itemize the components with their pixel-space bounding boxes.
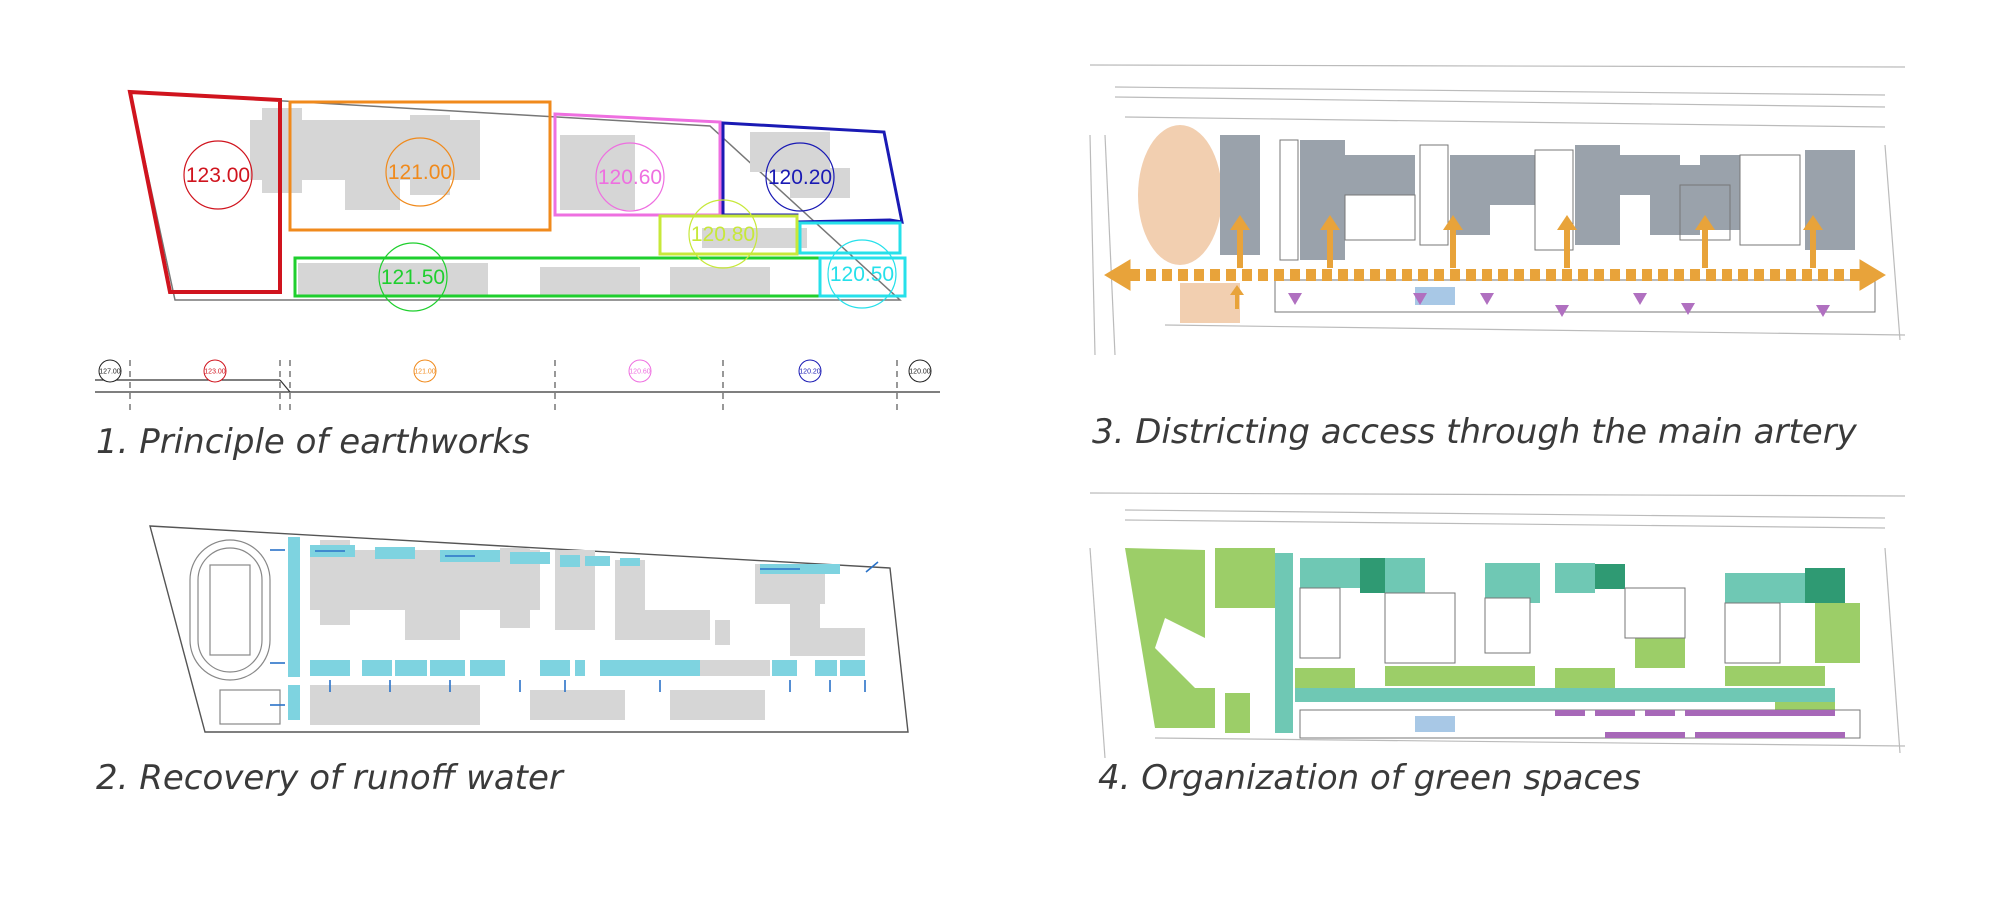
caption-main-artery: 3. Districting access through the main a… (1092, 412, 1857, 452)
panel-main-artery (1085, 55, 1910, 356)
section-mark-label: 120.20 (799, 369, 821, 376)
caption-green-spaces: 4. Organization of green spaces (1098, 758, 1641, 798)
sports-track (1138, 125, 1222, 265)
platform-120-50 (818, 256, 907, 298)
platform-120-80 (658, 214, 799, 256)
section-mark-circle (98, 359, 122, 383)
level-circle (827, 239, 897, 309)
level-label: 120.20 (768, 166, 832, 189)
level-label: 120.60 (598, 166, 662, 189)
section-line (95, 360, 940, 410)
purple-planters (1555, 710, 1845, 738)
section-mark-circle (628, 359, 652, 383)
level-circle (765, 142, 835, 212)
level-labels: 123.00 121.00 120.60 120.20 120.80 121.50 120.… (183, 137, 897, 312)
level-circle (183, 140, 253, 210)
level-label: 121.50 (381, 266, 445, 289)
pool (1415, 716, 1455, 732)
level-label: 123.00 (186, 164, 250, 187)
section-mark-circle (908, 359, 932, 383)
platform-121-00 (288, 100, 552, 232)
road-lines (1089, 492, 1906, 759)
access-arrows-down (1288, 293, 1830, 317)
caption-earthworks: 1. Principle of earthworks (96, 422, 530, 462)
site-outline (149, 525, 909, 733)
flow-arrows (270, 549, 879, 706)
level-label: 121.00 (388, 161, 452, 184)
panel-green-spaces (1085, 488, 1910, 763)
main-artery-arrow (1104, 259, 1886, 291)
building-footprints (310, 540, 865, 725)
platform-123-00 (127, 89, 282, 294)
road-lines (1089, 64, 1906, 356)
section-mark-label: 120.60 (629, 369, 651, 376)
green-spaces-plan (1089, 492, 1906, 759)
site-outline (129, 91, 902, 301)
section-marks: 127.00 123.00 121.00 120.60 120.20 120.00 (98, 359, 932, 383)
panel-earthworks: 123.00 121.00 120.60 120.20 120.80 121.50 120.… (90, 80, 970, 420)
level-circle (688, 199, 758, 269)
section-mark-label: 120.00 (909, 369, 931, 376)
pool (1415, 287, 1455, 305)
section-mark-circle (203, 359, 227, 383)
buildings-grey (1220, 135, 1855, 260)
planted-strips (1275, 553, 1835, 733)
green-lawns (1125, 548, 1860, 733)
section-mark-label: 123.00 (204, 369, 226, 376)
level-circle (378, 242, 448, 312)
earthworks-plan: 123.00 121.00 120.60 120.20 120.80 121.50 120.… (95, 89, 940, 410)
sports-court (1180, 283, 1240, 323)
artery-plan (1089, 64, 1906, 356)
level-label: 120.80 (691, 223, 755, 246)
section-mark-circle (798, 359, 822, 383)
access-arrows-up (1230, 215, 1823, 309)
runoff-plan (149, 525, 909, 733)
section-mark-label: 121.00 (414, 369, 436, 376)
section-mark-circle (413, 359, 437, 383)
tree-masses (1360, 558, 1845, 603)
level-circle (385, 137, 455, 207)
platform-120-50-upper (798, 221, 902, 255)
building-footprints (250, 108, 850, 295)
section-mark-label: 127.00 (99, 369, 121, 376)
panel-runoff-water (140, 520, 920, 740)
sports-track (189, 539, 281, 725)
caption-runoff-water: 2. Recovery of runoff water (96, 758, 563, 798)
level-circle (595, 142, 665, 212)
level-label: 120.50 (830, 263, 894, 286)
